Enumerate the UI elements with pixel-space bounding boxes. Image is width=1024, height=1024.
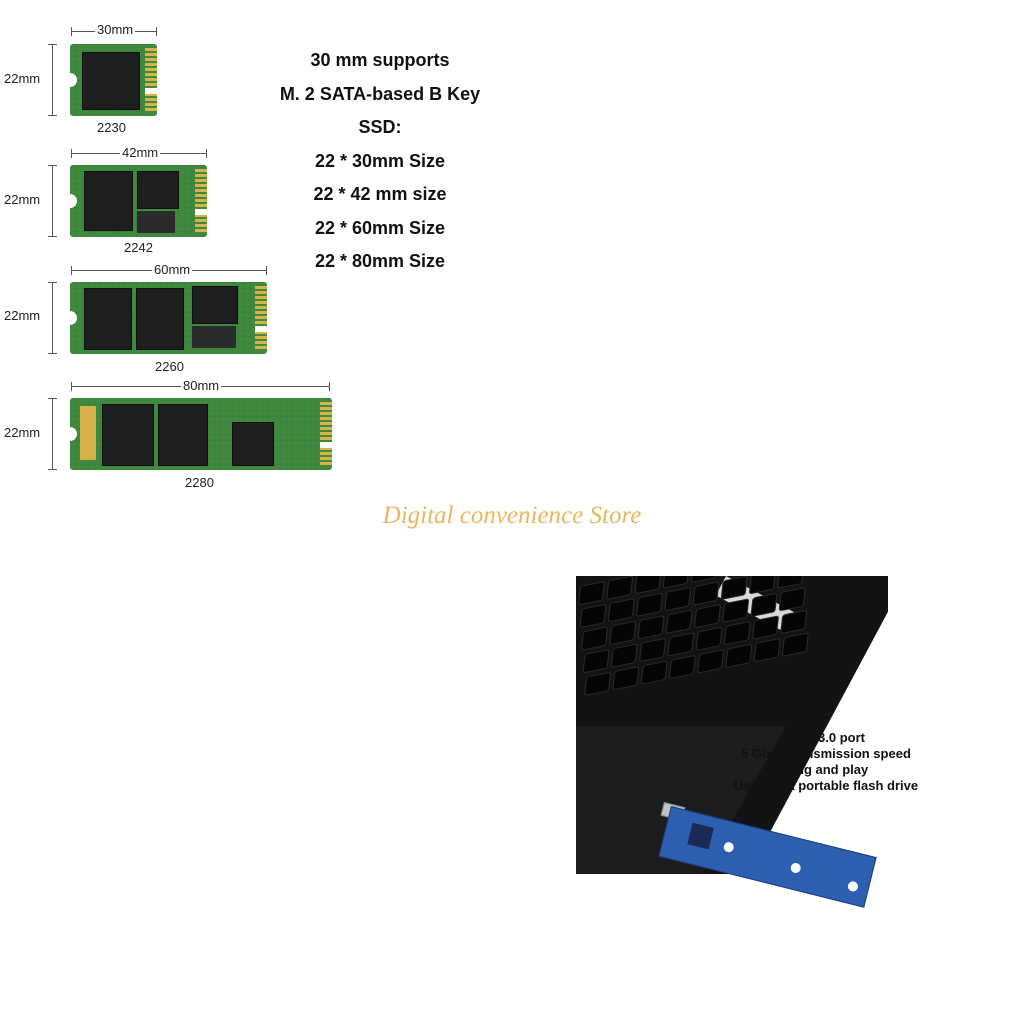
keyboard-key	[638, 637, 667, 663]
flash-chip	[84, 288, 132, 350]
height-dimension-line	[48, 165, 57, 237]
keyboard-key	[718, 576, 747, 578]
spec-line: 22 * 60mm Size	[314, 217, 446, 238]
controller-chip	[232, 422, 274, 466]
keyboard	[576, 542, 821, 728]
keyboard-key	[583, 671, 612, 697]
usb-info-line: Used as a portable flash drive	[733, 778, 919, 793]
spec-line: M. 2 SATA-based B Key	[279, 83, 481, 104]
spec-line: 22 * 42 mm size	[313, 184, 447, 204]
gold-contacts	[145, 48, 157, 112]
bridge-chip	[687, 822, 714, 850]
controller-chip	[137, 171, 179, 209]
ssd-board-2242	[69, 165, 207, 237]
keyboard-key	[781, 632, 809, 657]
gold-contacts	[320, 402, 332, 466]
keyboard-key	[751, 615, 780, 640]
keyboard-key	[690, 576, 719, 584]
keyboard-key	[722, 598, 750, 623]
flash-chip	[136, 288, 184, 350]
keyboard-key	[634, 576, 662, 595]
keyboard-key	[748, 576, 777, 595]
gold-contacts	[195, 169, 207, 233]
laptop-photo: USB 3.0 port 5 Gbps transmission speed P…	[576, 576, 918, 908]
keyboard-key	[580, 626, 609, 651]
spec-line: 30 mm supports	[310, 50, 450, 70]
keyboard-key	[635, 592, 664, 617]
keyboard-key	[720, 576, 748, 601]
model-label: 2230	[97, 120, 126, 135]
keyboard-key	[577, 581, 606, 606]
spec-text-block: 30 mm supports M. 2 SATA-based B Key SSD…	[250, 44, 510, 279]
keyboard-key	[640, 660, 668, 685]
length-label: 30mm	[95, 22, 136, 37]
keyboard-key	[747, 547, 774, 572]
keyboard-key	[778, 587, 806, 612]
keyboard-key	[692, 581, 720, 606]
spec-line: 22 * 80mm Size	[314, 251, 446, 271]
keyboard-key	[664, 586, 692, 612]
keyboard-key	[695, 626, 723, 652]
keyboard-key	[776, 576, 805, 589]
height-label: 22mm	[4, 192, 41, 207]
keyboard-key	[667, 632, 695, 657]
ssd-board-2230	[69, 44, 157, 116]
keyboard-key	[725, 643, 753, 669]
model-label: 2242	[124, 240, 153, 255]
usb-info-line: Plug and play	[783, 762, 869, 777]
ssd-board-2260	[69, 282, 267, 354]
height-label: 22mm	[4, 71, 41, 86]
keyboard-key	[753, 637, 781, 663]
keyboard-key	[606, 576, 634, 600]
flash-chip	[84, 171, 133, 231]
store-watermark: Digital convenience Store	[382, 502, 642, 529]
keyboard-key	[579, 603, 607, 629]
keyboard-key	[665, 609, 693, 635]
length-label: 60mm	[152, 262, 193, 277]
keyboard-key	[582, 648, 610, 674]
model-label: 2260	[155, 359, 184, 374]
keyboard-key	[609, 620, 637, 646]
usb-info-line: USB 3.0 port	[786, 730, 865, 745]
keyboard-key	[723, 620, 751, 646]
usb-info-line: 5 Gbps transmission speed	[741, 746, 911, 761]
keyboard-key	[696, 649, 725, 674]
keyboard-key	[607, 598, 635, 623]
usb-info-text: USB 3.0 port 5 Gbps transmission speed P…	[726, 730, 926, 794]
keyboard-key	[775, 542, 802, 567]
flash-chip	[158, 404, 208, 466]
length-label: 42mm	[120, 145, 161, 160]
height-dimension-line	[48, 398, 57, 470]
controller-chip	[192, 286, 238, 324]
flash-chip	[82, 52, 140, 110]
keyboard-key	[637, 615, 665, 640]
keyboard-key	[693, 603, 722, 629]
spec-line: 22 * 30mm Size	[314, 150, 446, 171]
keyboard-key	[750, 592, 778, 618]
height-dimension-line	[48, 44, 57, 116]
keyboard-key	[662, 576, 690, 589]
model-label: 2280	[185, 475, 214, 490]
flash-chip	[102, 404, 154, 466]
spec-line: SSD:	[358, 117, 402, 137]
keyboard-key	[610, 643, 638, 668]
ssd-board-2280	[69, 398, 332, 470]
keyboard-key	[780, 609, 808, 635]
height-dimension-line	[48, 282, 57, 354]
height-label: 22mm	[4, 308, 41, 323]
height-label: 22mm	[4, 425, 41, 440]
keyboard-key	[668, 654, 696, 680]
length-label: 80mm	[181, 378, 222, 393]
keyboard-key	[612, 665, 640, 691]
gold-contacts	[255, 286, 267, 350]
